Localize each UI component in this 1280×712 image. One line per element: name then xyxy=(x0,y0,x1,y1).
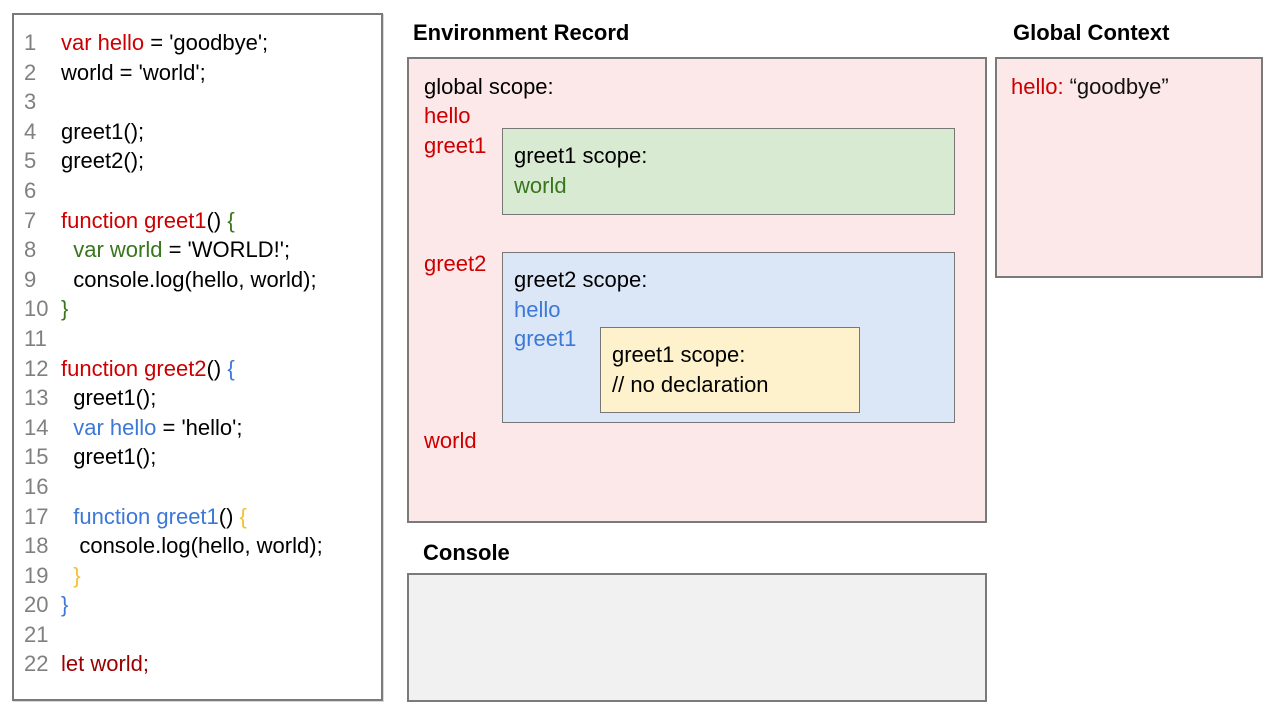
code-text: } xyxy=(61,296,69,322)
code-text: console.log(hello, world); xyxy=(61,533,323,559)
code-text: } xyxy=(61,562,81,588)
line-number: 21 xyxy=(24,621,49,647)
line-number: 16 xyxy=(24,473,49,499)
code-text xyxy=(61,324,67,354)
line-number: 17 xyxy=(24,503,49,529)
console-title: Console xyxy=(423,540,510,565)
greet2-scope-var-greet1: greet1 xyxy=(514,326,577,352)
greet1-scope-box: greet1 scope: world xyxy=(502,128,955,215)
code-text: } xyxy=(61,592,69,618)
code-line: 4 greet1(); xyxy=(14,117,381,147)
global-context-title: Global Context xyxy=(1013,20,1170,45)
greet2-scope-box: greet2 scope: hello greet1 greet1 scope:… xyxy=(502,252,955,423)
code-line: 12 function greet2() { xyxy=(14,354,381,384)
line-number: 8 xyxy=(24,237,37,263)
code-line: 6 xyxy=(14,176,381,206)
global-scope-box: global scope: hello greet1 greet2 world … xyxy=(407,57,987,523)
code-line: 21 xyxy=(14,620,381,650)
code-line: 1 var hello = 'goodbye'; xyxy=(14,28,381,58)
code-text: var hello = 'goodbye'; xyxy=(61,30,269,55)
code-line: 16 xyxy=(14,472,381,502)
inner-greet1-scope-label: greet1 scope: xyxy=(612,342,746,367)
line-number: 1 xyxy=(24,30,37,55)
code-text: function greet2() { xyxy=(61,355,235,381)
code-text: console.log(hello, world); xyxy=(61,266,317,292)
line-number: 14 xyxy=(24,414,49,440)
line-number: 3 xyxy=(24,89,37,115)
code-line: 22 let world; xyxy=(14,649,381,679)
code-line: 11 xyxy=(14,324,381,354)
line-number: 22 xyxy=(24,651,49,677)
line-number: 18 xyxy=(24,533,49,559)
code-text: greet1(); xyxy=(61,444,157,470)
line-number: 19 xyxy=(24,562,49,588)
greet1-scope-var-world: world xyxy=(514,172,567,198)
line-number: 15 xyxy=(24,444,49,470)
code-text: world = 'world'; xyxy=(61,59,206,85)
code-text: function greet1() { xyxy=(61,207,235,233)
line-number: 9 xyxy=(24,266,37,292)
code-text: var hello = 'hello'; xyxy=(73,414,243,440)
code-line: 2 world = 'world'; xyxy=(14,58,381,88)
console-output-box xyxy=(407,573,987,702)
global-context-entry-value: “goodbye” xyxy=(1069,74,1169,99)
code-text xyxy=(61,87,67,117)
code-line: 17 function greet1() { xyxy=(14,502,381,532)
code-line: 19 } xyxy=(14,561,381,591)
greet2-scope-var-hello: hello xyxy=(514,296,561,322)
code-text xyxy=(61,176,67,206)
code-text: var world = 'WORLD!'; xyxy=(73,237,291,263)
code-line: 3 xyxy=(14,87,381,117)
greet2-scope-label: greet2 scope: xyxy=(514,267,648,292)
code-line: 13 greet1(); xyxy=(14,383,381,413)
global-var-hello: hello xyxy=(424,103,471,128)
global-context-entry-key: hello: xyxy=(1011,74,1064,99)
line-number: 12 xyxy=(24,355,49,381)
code-line: 18 console.log(hello, world); xyxy=(14,531,381,561)
line-number: 20 xyxy=(24,592,49,618)
line-number: 5 xyxy=(24,148,37,174)
code-line: 9 console.log(hello, world); xyxy=(14,265,381,295)
environment-record-title: Environment Record xyxy=(413,20,630,45)
line-number: 10 xyxy=(24,296,49,322)
inner-greet1-scope-box: greet1 scope: // no declaration xyxy=(600,327,860,413)
line-number: 11 xyxy=(24,325,47,351)
code-text: function greet1() { xyxy=(73,503,247,529)
code-line: 5 greet2(); xyxy=(14,146,381,176)
code-line: 15 greet1(); xyxy=(14,442,381,472)
line-number: 6 xyxy=(24,177,37,203)
line-number: 2 xyxy=(24,59,37,85)
global-var-greet2: greet2 xyxy=(424,251,487,276)
global-scope-label: global scope: xyxy=(424,74,554,99)
line-number: 7 xyxy=(24,207,37,233)
code-text: greet2(); xyxy=(61,148,145,174)
global-var-greet1: greet1 xyxy=(424,133,487,158)
code-panel: 1 var hello = 'goodbye'; 2 world = 'world';… xyxy=(12,13,383,701)
code-line: 20} xyxy=(14,590,381,620)
code-text xyxy=(61,472,67,502)
code-text: greet1(); xyxy=(61,385,157,411)
code-text: let world; xyxy=(61,651,150,677)
global-context-entry: hello:“goodbye” xyxy=(1011,72,1169,102)
code-line: 8 var world = 'WORLD!'; xyxy=(14,235,381,265)
inner-greet1-scope-comment: // no declaration xyxy=(612,371,769,397)
code-line: 10} xyxy=(14,294,381,324)
code-lines: 1 var hello = 'goodbye'; 2 world = 'world';… xyxy=(14,15,381,679)
line-number: 4 xyxy=(24,118,37,144)
line-number: 13 xyxy=(24,385,49,411)
code-line: 7 function greet1() { xyxy=(14,206,381,236)
global-context-box: hello:“goodbye” xyxy=(995,57,1263,278)
code-line: 14 var hello = 'hello'; xyxy=(14,413,381,443)
code-text: greet1(); xyxy=(61,118,145,144)
code-text xyxy=(61,620,67,650)
greet1-scope-label: greet1 scope: xyxy=(514,143,648,168)
global-var-world: world xyxy=(424,428,477,453)
